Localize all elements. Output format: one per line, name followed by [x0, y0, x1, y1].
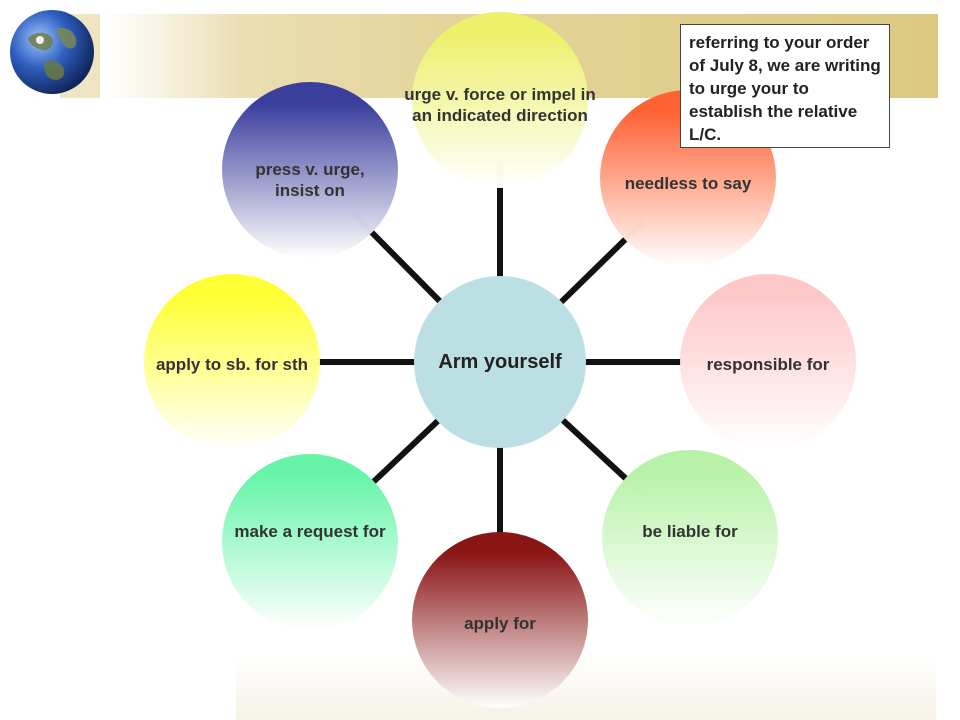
node-make-a-request-for-label: make a request for [234, 521, 386, 541]
node-needless-to-say-label: needless to say [624, 173, 752, 193]
node-press-label: press v. urge,insist on [255, 160, 365, 200]
node-responsible-for: responsible for [680, 274, 856, 450]
node-apply-to-sb-for-sth: apply to sb. for sth [144, 274, 320, 450]
node-apply-for-label: apply for [464, 613, 536, 633]
node-make-a-request-for: make a request for [222, 454, 398, 630]
hub-arm-yourself-label: Arm yourself [438, 350, 562, 373]
hub-arm-yourself: Arm yourself [414, 276, 586, 448]
node-apply-for: apply for [412, 532, 588, 708]
globe-icon [10, 10, 94, 94]
node-press: press v. urge,insist on [222, 82, 398, 258]
node-apply-to-sb-for-sth-label: apply to sb. for sth [155, 354, 309, 374]
node-be-liable-for-label: be liable for [642, 521, 738, 541]
node-be-liable-for: be liable for [602, 450, 778, 626]
banner-fade [100, 14, 240, 98]
background-panel [236, 655, 936, 720]
node-responsible-for-label: responsible for [706, 354, 830, 374]
example-note: referring to your order of July 8, we ar… [680, 24, 890, 148]
